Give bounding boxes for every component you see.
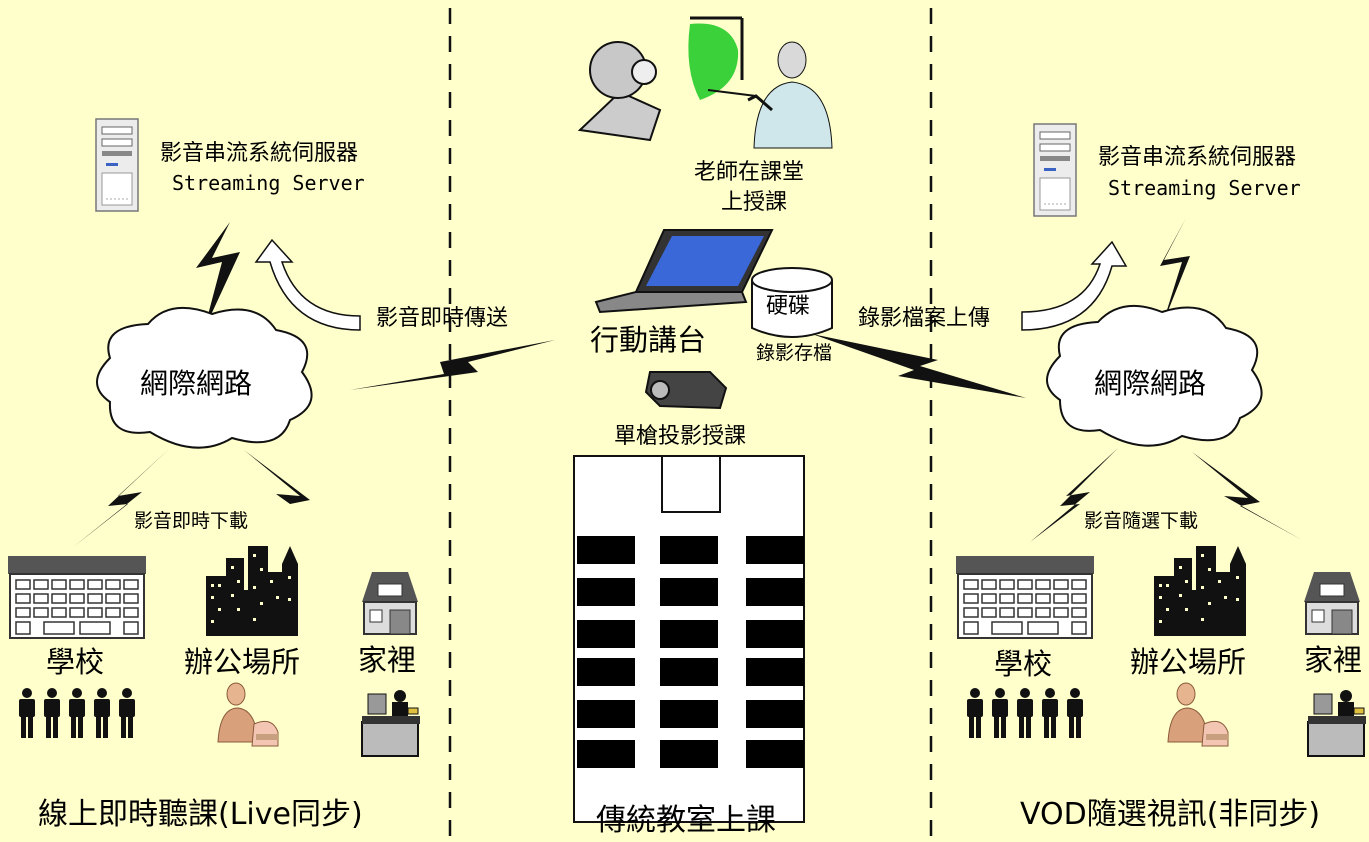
teacher-label-1: 老師在課堂 <box>694 160 805 185</box>
right-server-label: 影音串流系統伺服器 <box>1098 145 1297 170</box>
left-server-sub: Streaming Server <box>172 171 365 195</box>
left-house-icon <box>361 571 419 635</box>
right-school-label: 學校 <box>994 647 1053 681</box>
left-school-label: 學校 <box>46 645 105 679</box>
right-office-label: 辦公場所 <box>1130 645 1247 679</box>
teacher-label-2: 上授課 <box>721 190 788 215</box>
right-footer: VOD隨選視訊(非同步) <box>1020 797 1321 832</box>
right-internet-cloud <box>1046 305 1263 447</box>
left-push-label: 影音即時傳送 <box>376 306 509 331</box>
left-office-building-icon <box>206 546 298 636</box>
left-home-link-icon <box>244 450 346 544</box>
right-cloud-label: 網際網路 <box>1094 367 1207 400</box>
right-upload-arrow-icon <box>1021 240 1128 331</box>
hard-disk-icon <box>751 267 833 338</box>
right-server-icon <box>1033 123 1077 217</box>
left-students-icon <box>19 688 135 738</box>
right-office-worker-icon <box>1167 682 1229 747</box>
right-home-user-icon <box>1307 689 1367 757</box>
classroom-layout <box>573 455 805 823</box>
left-footer: 線上即時聽課(Live同步) <box>38 797 363 832</box>
projector-icon <box>644 371 728 410</box>
disk-label: 硬碟 <box>766 294 811 319</box>
right-upload-label: 錄影檔案上傳 <box>858 306 991 331</box>
right-school-building-icon <box>955 555 1095 639</box>
right-house-icon <box>1303 571 1361 635</box>
right-students-icon <box>967 688 1083 738</box>
left-upload-arrow-icon <box>254 238 361 331</box>
center-left-link-icon <box>350 340 555 390</box>
left-cloud-label: 網際網路 <box>140 367 253 400</box>
left-download-label: 影音即時下載 <box>134 510 249 532</box>
projector-label: 單槍投影授課 <box>614 424 747 449</box>
right-home-link-icon <box>1192 452 1302 540</box>
left-school-link-icon <box>72 448 170 548</box>
left-office-label: 辦公場所 <box>184 645 301 679</box>
right-office-building-icon <box>1154 546 1246 636</box>
left-home-label: 家裡 <box>358 643 417 677</box>
right-school-link-icon <box>1030 448 1118 542</box>
right-download-label: 影音隨選下載 <box>1084 510 1199 532</box>
center-footer: 傳統教室上課 <box>596 803 776 838</box>
left-school-building-icon <box>7 555 147 639</box>
center-right-link-icon <box>812 334 1026 398</box>
teacher-icon <box>688 16 833 149</box>
left-server-icon <box>95 118 139 212</box>
podium-label: 行動講台 <box>590 323 707 357</box>
left-server-link-icon <box>196 222 240 330</box>
disk-sub: 錄影存檔 <box>756 342 833 364</box>
left-server-label: 影音串流系統伺服器 <box>160 141 359 166</box>
laptop-icon <box>594 229 774 314</box>
right-home-label: 家裡 <box>1304 643 1363 677</box>
left-office-worker-icon <box>217 682 279 747</box>
right-server-sub: Streaming Server <box>1108 176 1301 200</box>
left-internet-cloud <box>96 307 313 449</box>
left-home-user-icon <box>361 689 421 757</box>
webcam-icon <box>577 41 662 142</box>
